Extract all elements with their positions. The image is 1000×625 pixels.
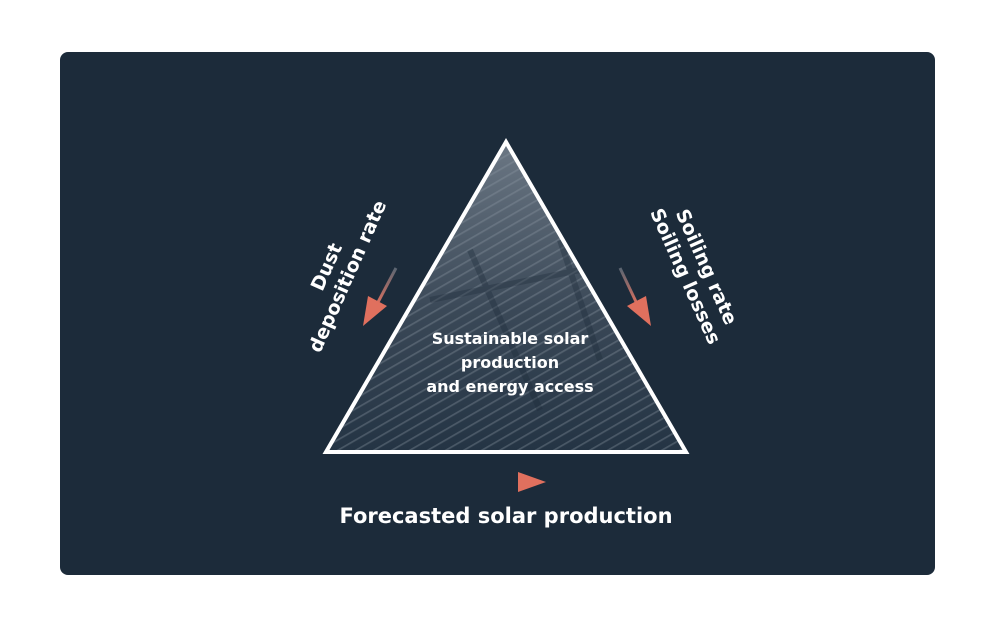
bottom-label: Forecasted solar production — [339, 504, 673, 529]
center-label: Sustainable solar production and energy … — [426, 327, 593, 399]
triangle-outline — [322, 138, 690, 454]
center-label-line-1: Sustainable solar — [431, 329, 589, 348]
right-arrow-icon — [618, 267, 651, 326]
bottom-arrow-icon — [478, 472, 546, 492]
left-arrow-icon — [363, 267, 398, 326]
solar-panel-texture — [326, 142, 686, 452]
center-label-line-2: production — [460, 353, 560, 372]
center-label-line-3: and energy access — [426, 377, 594, 396]
